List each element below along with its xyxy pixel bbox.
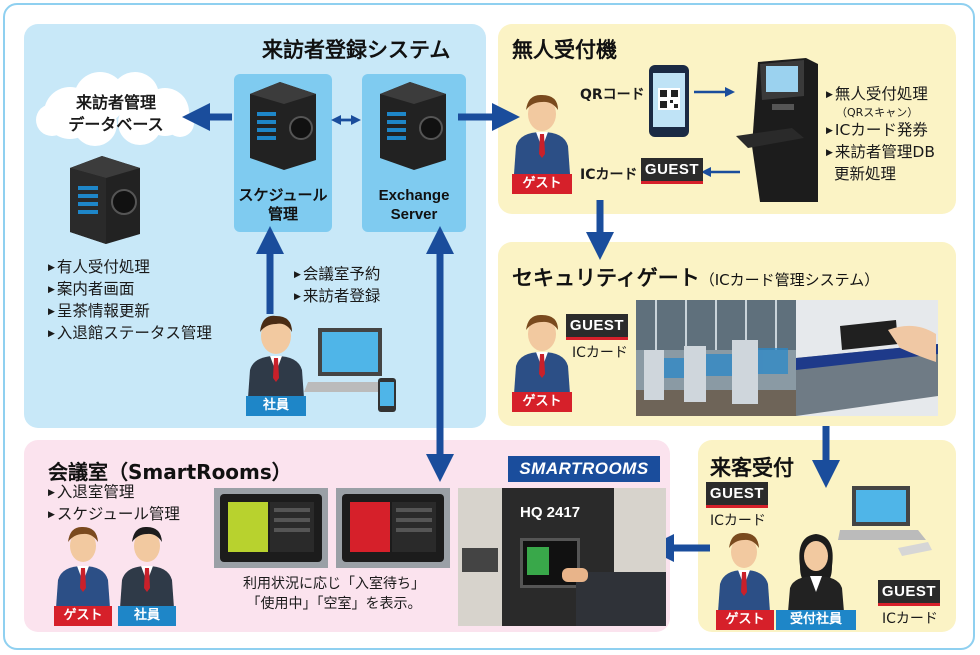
kiosk-ic-label: ICカード [580,167,638,183]
system-title: 来訪者登録システム [262,38,451,62]
security-title-main: セキュリティゲート [512,266,700,290]
room-sign-text: HQ 2417 [520,504,581,521]
security-guest-card: GUEST [566,314,628,340]
qr-scan-note: （QRスキャン） [836,106,919,119]
smartphone-qr-icon [649,65,689,137]
kiosk-function-item: 来訪者管理DB [826,143,935,161]
db-function-item: 入退館ステータス管理 [48,323,212,345]
meeting-title: 会議室（SmartRooms） [48,460,292,484]
security-guest-person-icon [514,314,570,394]
guest-person-icon [514,94,570,174]
security-guest-tag: ゲスト [512,392,572,412]
security-ic-label: ICカード [572,345,628,361]
security-subtitle: （ICカード管理システム） [699,271,880,289]
meeting-function-list: 入退室管理 スケジュール管理 [48,482,180,526]
tablet-caption-line2: 「使用中」「空室」を表示。 [246,596,422,612]
reception-title: 来客受付 [710,456,794,480]
database-label-line1: 来訪者管理 [75,93,156,112]
employee-action-item: 来訪者登録 [294,286,381,308]
meeting-guest-tag: ゲスト [54,606,112,626]
reception-guest-card-2: GUEST [878,580,940,606]
reception-staff-tag: 受付社員 [776,610,856,630]
exchange-label-line2: Server [390,206,438,223]
schedule-label-line1: スケジュール [238,186,328,204]
kiosk-guest-tag: ゲスト [512,174,572,194]
database-server-icon [70,156,140,244]
reception-guest-person-icon [718,532,770,612]
schedule-label: スケジュール 管理 [234,186,332,224]
tablet-waiting-photo [214,488,328,568]
reception-laptop-icon [838,486,932,556]
db-function-item: 呈茶情報更新 [48,301,212,323]
kiosk-function-list: 無人受付処理 （QRスキャン） ICカード発券 来訪者管理DB 更新処理 [826,84,935,185]
room-sign-photo: HQ 2417 [458,488,666,626]
smartrooms-logo: SMARTROOMS [508,456,660,482]
qr-label: QRコード [580,87,645,103]
reception-staff-person-icon [788,534,844,612]
database-label-line2: データベース [68,115,164,134]
tablet-caption-line1: 利用状況に応じ「入室待ち」 [243,576,425,592]
door-tablet [520,538,580,588]
kiosk-function-item: 無人受付処理 [826,85,928,103]
db-function-list: 有人受付処理 案内者画面 呈茶情報更新 入退館ステータス管理 [48,257,212,345]
kiosk-function-item: ICカード発券 [826,121,928,139]
laptop-phone-icon [304,328,396,412]
tablet-inuse-photo [336,488,450,568]
exchange-server-icon [380,82,446,170]
kiosk-guest-card: GUEST [641,158,703,184]
card-reader-photo [796,300,938,416]
employee-action-item: 会議室予約 [294,264,381,286]
schedule-label-line2: 管理 [267,205,298,223]
employee-person-icon [248,315,304,398]
database-label: 来訪者管理 データベース [56,92,176,136]
reception-ic-label-2: ICカード [882,611,938,627]
schedule-server-icon [250,82,316,170]
cloud-icon [36,72,194,146]
reception-guest-tag: ゲスト [716,610,774,630]
employee-tag: 社員 [246,396,306,416]
db-function-item: 案内者画面 [48,279,212,301]
kiosk-machine-icon [736,58,818,202]
kiosk-title: 無人受付機 [512,38,617,62]
employee-action-list: 会議室予約 来訪者登録 [294,264,381,308]
meeting-employee-tag: 社員 [118,606,176,626]
meeting-guest-person-icon [56,526,110,608]
meeting-function-item: 入退室管理 [48,482,180,504]
db-update-label: 更新処理 [834,165,897,183]
reception-guest-card-1: GUEST [706,482,768,508]
security-gate-photo [636,300,796,416]
exchange-label-line1: Exchange [378,187,450,204]
exchange-label: Exchange Server [362,186,466,224]
kiosk-panel [498,24,956,214]
reception-ic-label-1: ICカード [710,513,766,529]
meeting-employee-person-icon [120,526,174,608]
security-title: セキュリティゲート（ICカード管理システム） [512,262,879,292]
db-function-item: 有人受付処理 [48,257,212,279]
meeting-function-item: スケジュール管理 [48,504,180,526]
tablet-caption: 利用状況に応じ「入室待ち」 「使用中」「空室」を表示。 [226,574,442,614]
